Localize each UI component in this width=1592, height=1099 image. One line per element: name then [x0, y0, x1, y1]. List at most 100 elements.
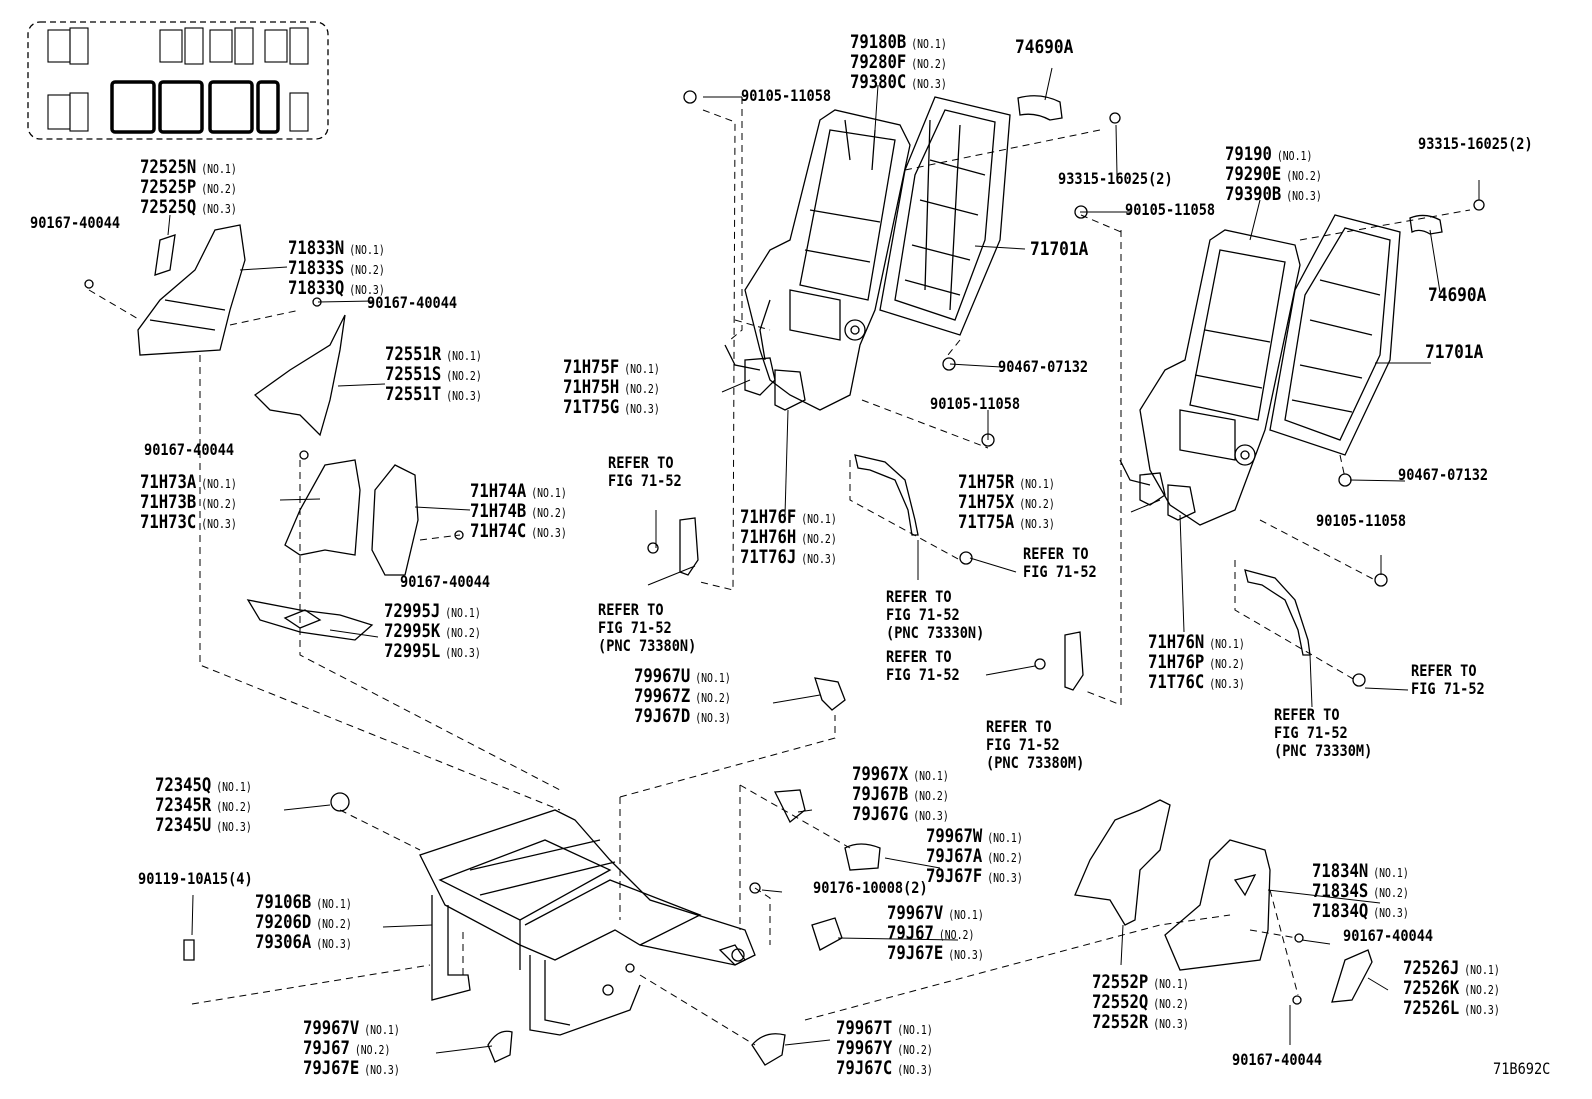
cover-71H74 [371, 464, 419, 576]
part-71T76C: 71T76C(NO.3) [1148, 671, 1245, 693]
label-group-72525: 72525N(NO.1) 72525P(NO.2) 72525Q(NO.3) [140, 158, 258, 218]
bolt-90167-40044-6: 90167-40044 [1232, 1050, 1323, 1069]
part-71H75F: 71H75F(NO.1) [563, 356, 660, 378]
knob-72525 [154, 234, 176, 276]
seat-belt-2 [1244, 569, 1311, 656]
part-79J67F: 79J67F(NO.3) [926, 865, 1023, 887]
label-group-72552: 72552P(NO.1) 72552Q(NO.2) 72552R(NO.3) [1092, 973, 1210, 1033]
part-71H76P: 71H76P(NO.2) [1148, 651, 1245, 673]
part-79J67G: 79J67G(NO.3) [852, 803, 949, 825]
part-71833S: 71833S(NO.2) [288, 257, 385, 279]
seat-belt-1 [854, 454, 919, 536]
part-72995L: 72995L(NO.3) [384, 640, 481, 662]
cover-72552 [1074, 799, 1171, 926]
part-79290E: 79290E(NO.2) [1225, 163, 1322, 185]
part-71833N: 71833N(NO.1) [288, 237, 385, 259]
bolt-90167-40044-3: 90167-40044 [144, 440, 235, 459]
part-79390B: 79390B(NO.3) [1225, 183, 1322, 205]
part-71H76F: 71H76F(NO.1) [740, 506, 837, 528]
bolt-90105-11058-2: 90105-11058 [1125, 200, 1216, 219]
part-79280F: 79280F(NO.2) [850, 51, 947, 73]
part-79J67-a: 79J67(NO.2) [303, 1037, 391, 1059]
part-79967Z: 79967Z(NO.2) [634, 685, 731, 707]
headrest-guide-2 [1409, 214, 1443, 235]
part-71T75G: 71T75G(NO.3) [563, 396, 660, 418]
part-72552Q: 72552Q(NO.2) [1092, 991, 1189, 1013]
part-74690A-1: 74690A [1015, 36, 1074, 58]
label-group-71H75-left: 71H75F(NO.1) 71H75H(NO.2) 71T75G(NO.3) [563, 358, 681, 418]
part-79J67D: 79J67D(NO.3) [634, 705, 731, 727]
seatback-board-1 [879, 96, 1011, 336]
part-71834N: 71834N(NO.1) [1312, 860, 1409, 882]
bolt-90105-11058-3: 90105-11058 [930, 394, 1021, 413]
part-71701A-2: 71701A [1425, 341, 1484, 363]
bolt-93315-16025-1: 93315-16025(2) [1058, 169, 1173, 188]
part-79J67C: 79J67C(NO.3) [836, 1057, 933, 1079]
part-79967V-b: 79967V(NO.1) [887, 902, 984, 924]
bolt-90167-40044-5: 90167-40044 [1343, 926, 1434, 945]
label-group-72526: 72526J(NO.1) 72526K(NO.2) 72526L(NO.3) [1403, 959, 1521, 1019]
cover-71H73 [284, 459, 361, 556]
part-72525Q: 72525Q(NO.3) [140, 196, 237, 218]
seatback-board-2 [1269, 214, 1401, 456]
bolt-90105-11058-4: 90105-11058 [1316, 511, 1407, 530]
part-71H75H: 71H75H(NO.2) [563, 376, 660, 398]
label-group-79106: 79106B(NO.1) 79206D(NO.2) 79306A(NO.3) [255, 893, 373, 953]
bolt-93315-16025-2: 93315-16025(2) [1418, 134, 1533, 153]
seatback-frame-1 [724, 109, 911, 411]
label-group-71H75-right: 71H75R(NO.1) 71H75X(NO.2) 71T75A(NO.3) [958, 473, 1076, 533]
label-group-71H73: 71H73A(NO.1) 71H73B(NO.2) 71H73C(NO.3) [140, 473, 258, 533]
part-72345U: 72345U(NO.3) [155, 814, 252, 836]
label-group-79967W: 79967W(NO.1) 79J67A(NO.2) 79J67F(NO.3) [926, 827, 1044, 887]
cover-71834 [1164, 839, 1271, 971]
fasteners [84, 90, 1485, 1005]
bolt-90176-10008: 90176-10008(2) [813, 878, 928, 897]
seat-layout-thumbnail [27, 21, 329, 140]
diagram-code: 71B692C [1493, 1059, 1551, 1078]
part-71H75X: 71H75X(NO.2) [958, 491, 1055, 513]
label-group-71H74: 71H74A(NO.1) 71H74B(NO.2) 71H74C(NO.3) [470, 482, 588, 542]
label-group-79967X: 79967X(NO.1) 79J67B(NO.2) 79J67G(NO.3) [852, 765, 970, 825]
part-71H73A: 71H73A(NO.1) [140, 471, 237, 493]
part-79380C: 79380C(NO.3) [850, 71, 947, 93]
part-71H73C: 71H73C(NO.3) [140, 511, 237, 533]
part-72526K: 72526K(NO.2) [1403, 977, 1500, 999]
part-79967T: 79967T(NO.1) [836, 1017, 933, 1039]
part-79967U: 79967U(NO.1) [634, 665, 731, 687]
part-79J67E-a: 79J67E(NO.3) [303, 1057, 400, 1079]
part-71H76H: 71H76H(NO.2) [740, 526, 837, 548]
label-group-72995: 72995J(NO.1) 72995K(NO.2) 72995L(NO.3) [384, 602, 502, 662]
part-74690A-2: 74690A [1428, 284, 1487, 306]
part-72551R: 72551R(NO.1) [385, 343, 482, 365]
label-group-79967V-right: 79967V(NO.1) 79J67(NO.2) 79J67E(NO.3) [887, 904, 1005, 964]
label-group-79967T: 79967T(NO.1) 79967Y(NO.2) 79J67C(NO.3) [836, 1019, 954, 1079]
label-group-72345: 72345Q(NO.1) 72345R(NO.2) 72345U(NO.3) [155, 776, 273, 836]
bolt-90167-40044-2: 90167-40044 [367, 293, 458, 312]
buckle-2 [1034, 631, 1084, 691]
part-79J67-b: 79J67(NO.2) [887, 922, 975, 944]
part-79206D: 79206D(NO.2) [255, 911, 352, 933]
part-71H73B: 71H73B(NO.2) [140, 491, 237, 513]
label-group-79967V-left: 79967V(NO.1) 79J67(NO.2) 79J67E(NO.3) [303, 1019, 421, 1079]
shield-71833 [137, 224, 246, 356]
part-71834Q: 71834Q(NO.3) [1312, 900, 1409, 922]
part-72525P: 72525P(NO.2) [140, 176, 237, 198]
part-79190: 79190(NO.1) [1225, 143, 1313, 165]
part-71701A-1: 71701A [1030, 238, 1089, 260]
part-71H76N: 71H76N(NO.1) [1148, 631, 1245, 653]
part-72526J: 72526J(NO.1) [1403, 957, 1500, 979]
part-79106B: 79106B(NO.1) [255, 891, 352, 913]
label-group-71H76-right: 71H76N(NO.1) 71H76P(NO.2) 71T76C(NO.3) [1148, 633, 1266, 693]
seatback-frame-2 [1119, 229, 1301, 526]
small-parts [183, 357, 1196, 1066]
part-72551T: 72551T(NO.3) [385, 383, 482, 405]
label-group-71834: 71834N(NO.1) 71834S(NO.2) 71834Q(NO.3) [1312, 862, 1430, 922]
